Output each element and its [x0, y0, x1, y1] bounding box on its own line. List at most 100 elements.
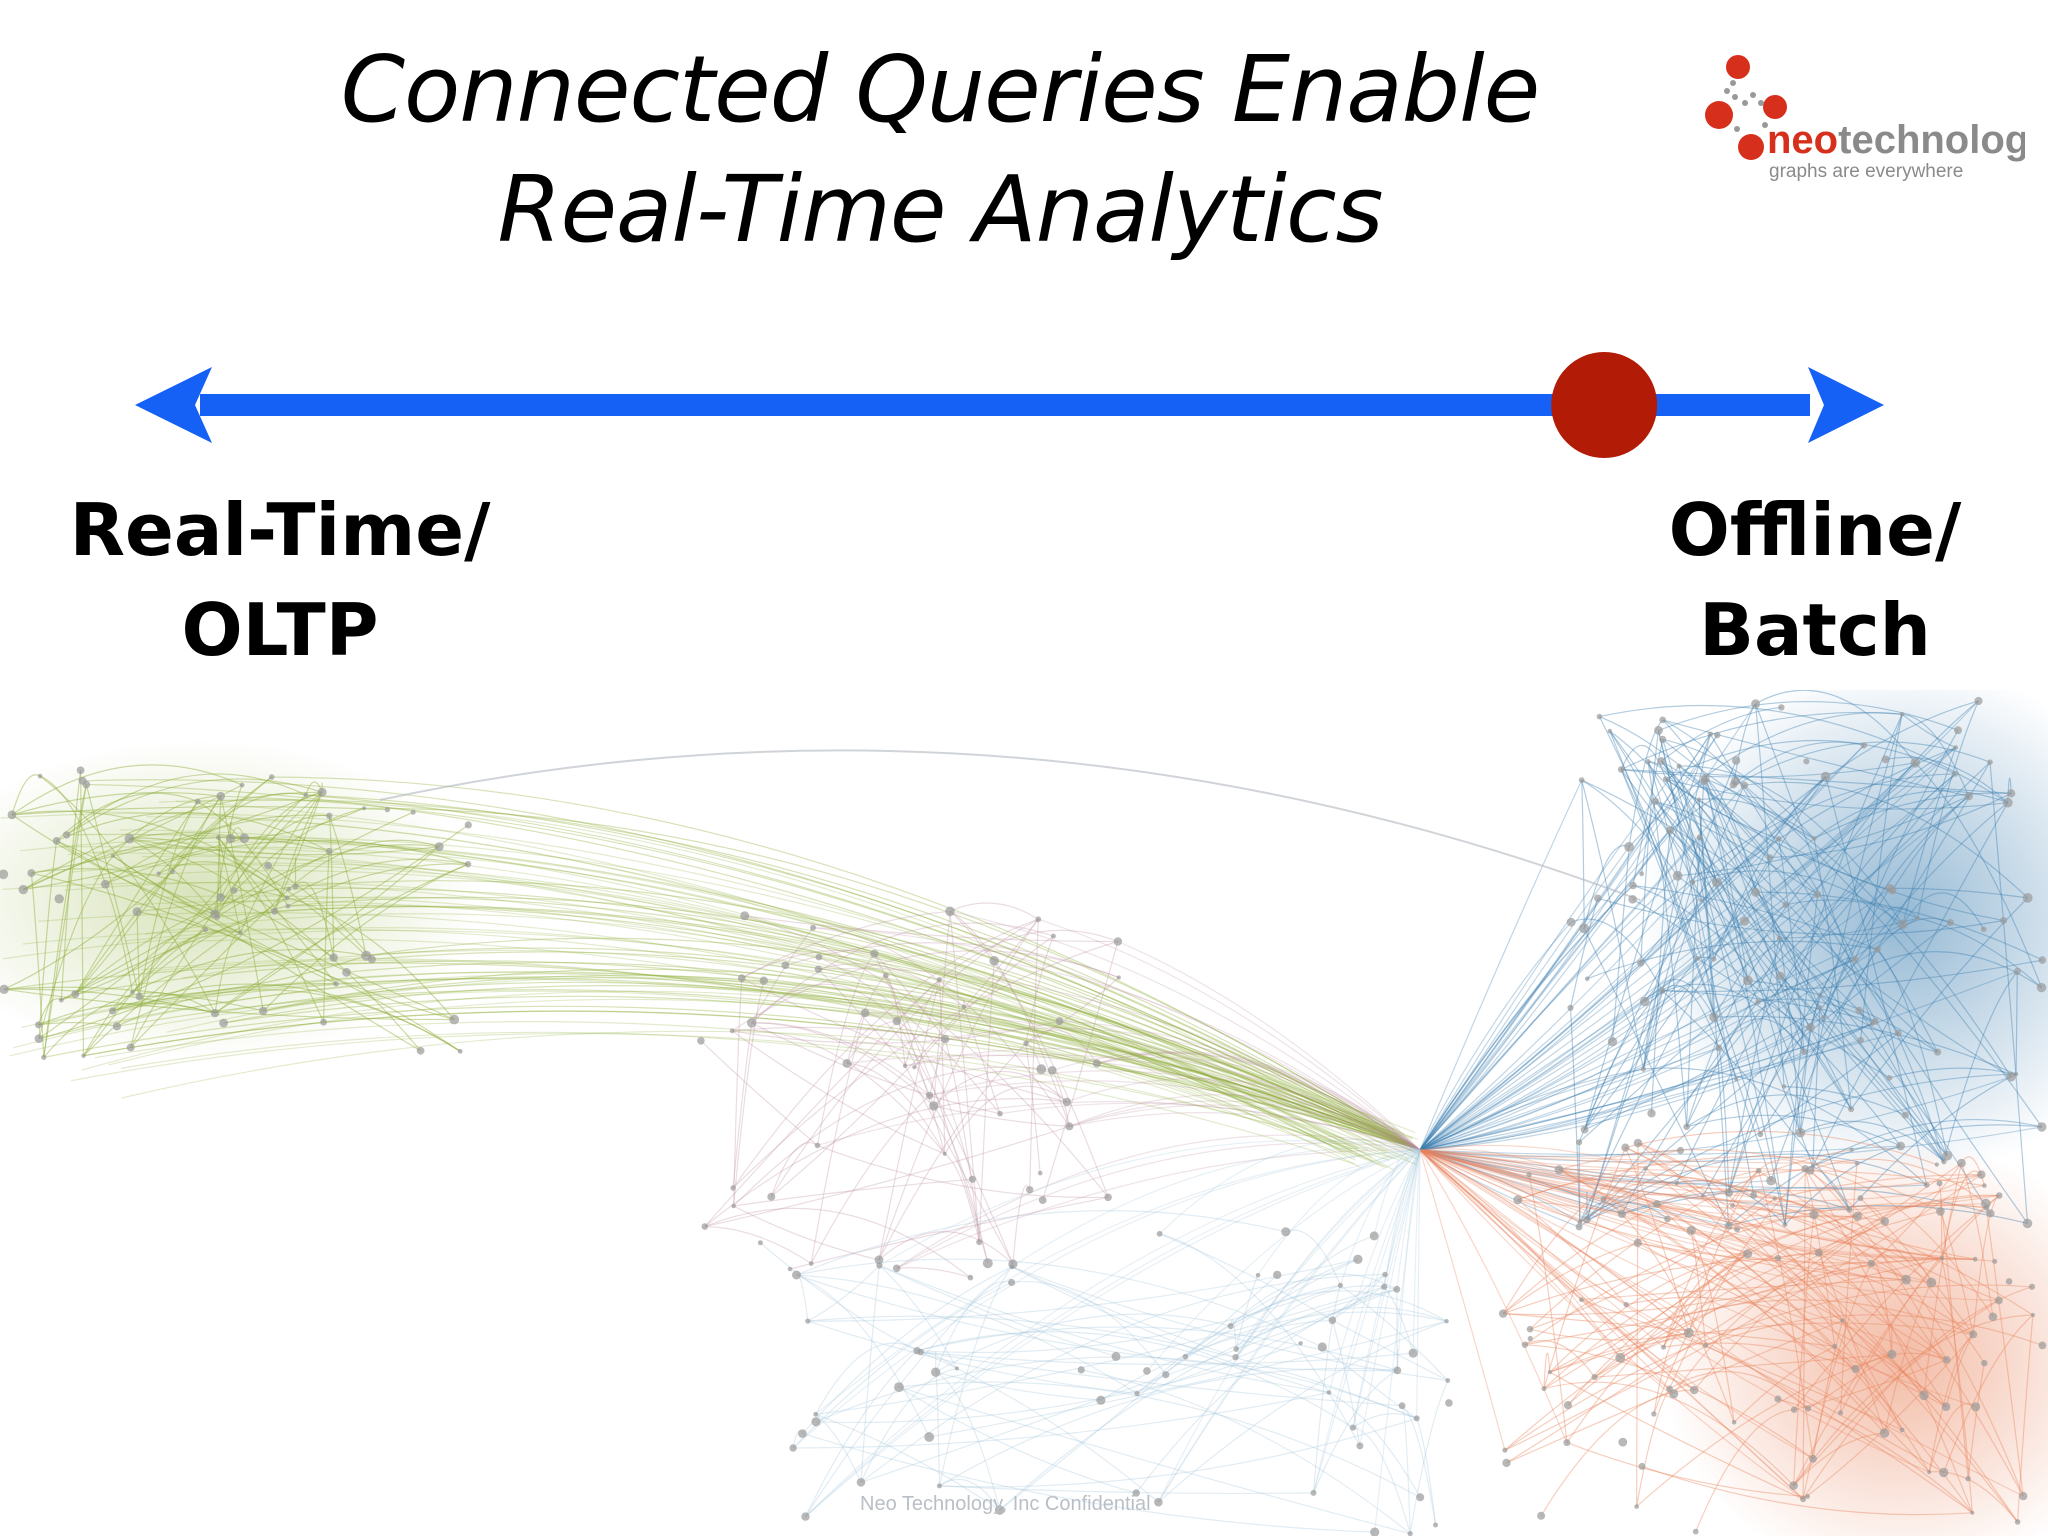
graph-node [1657, 757, 1666, 766]
graph-node [1774, 1255, 1782, 1262]
graph-edge [1755, 891, 2012, 1078]
graph-edge [1396, 1289, 1398, 1371]
graph-edge [1419, 1149, 1581, 1223]
graph-edge [23, 836, 330, 891]
graph-node [1026, 1186, 1034, 1194]
graph-node [1672, 870, 1683, 881]
graph-edge [935, 1371, 1001, 1511]
graph-edge [1640, 700, 1979, 964]
graph-node [1734, 1077, 1739, 1082]
graph-edge [1096, 1052, 1421, 1151]
graph-edge [1374, 1149, 1421, 1533]
graph-edge [1419, 1068, 1644, 1151]
graph-node [1696, 797, 1701, 802]
graph-edge [1419, 1047, 1719, 1151]
graph-edge [328, 815, 367, 956]
graph-edge [1419, 1026, 1811, 1151]
graph-edge [744, 915, 1118, 943]
graph-node [813, 1411, 819, 1417]
graph-edge [1066, 1077, 1421, 1151]
graph-edge [1558, 1169, 1885, 1434]
graph-edge [873, 953, 946, 1155]
graph-node [1023, 1040, 1029, 1047]
graph-node [1730, 1203, 1735, 1208]
graph-node [924, 1432, 935, 1442]
graph-node [62, 831, 71, 839]
graph-edge [1312, 1285, 1341, 1493]
graph-edge [741, 949, 875, 979]
graph-edge [1419, 838, 1815, 1151]
graph-edge [704, 1225, 812, 1264]
graph-edge [1146, 1149, 1421, 1372]
graph-edge [860, 1288, 1398, 1483]
graph-node [1809, 1454, 1817, 1463]
graph-edge [140, 958, 1356, 1161]
graph-edge [1676, 1180, 1786, 1226]
graph-edge [999, 1102, 1421, 1151]
graph-edge [239, 791, 323, 933]
graph-edge [1586, 773, 1956, 980]
graph-edge [93, 870, 1345, 1140]
graph-edge [120, 1030, 1419, 1140]
graph-node [58, 997, 64, 1003]
graph-node [1777, 935, 1783, 941]
graph-edge [1641, 801, 1656, 874]
graph-node [1915, 915, 1920, 921]
graph-node [1008, 1278, 1016, 1287]
graph-edge [1989, 762, 2029, 1224]
graph-edge [305, 794, 1421, 1151]
graph-edge [1025, 1043, 1041, 1174]
graph-node [982, 1258, 993, 1269]
graph-edge [75, 960, 1421, 1151]
graph-node [457, 1048, 463, 1054]
graph-edge [1793, 1299, 2000, 1486]
graph-node [1676, 763, 1682, 769]
graph-edge [1579, 1073, 2017, 1223]
graph-node [320, 1018, 327, 1026]
graph-node [1772, 1196, 1778, 1201]
graph-edge [2, 882, 1409, 1160]
graph-edge [1637, 1242, 1942, 1264]
graph-edge [1581, 779, 1644, 1070]
graph-edge [1793, 1257, 1943, 1486]
graph-edge [1807, 1353, 1893, 1410]
graph-edge [295, 880, 1421, 1151]
graph-edge [804, 1350, 918, 1517]
graph-node [740, 911, 750, 921]
graph-edge [1419, 1149, 1664, 1348]
graph-node [1633, 1238, 1642, 1247]
graph-edge [1419, 1149, 1658, 1205]
graph-edge [1640, 730, 1660, 963]
graph-node [1910, 758, 1920, 768]
graph-node [1575, 1223, 1583, 1231]
graph-edge [1941, 1170, 1982, 1259]
graph-edge [1419, 762, 1916, 1151]
graph-edge [938, 979, 946, 1154]
graph-edge [879, 1264, 1117, 1357]
graph-edge [1419, 1144, 1646, 1169]
graph-edge [1665, 778, 1850, 1210]
graph-edge [1579, 1202, 1623, 1223]
graph-edge [1804, 1168, 1973, 1514]
graph-edge [1644, 979, 1715, 1018]
graph-node [71, 990, 80, 999]
graph-edge [1669, 1371, 1809, 1409]
graph-node [2036, 982, 2047, 993]
graph-edge [1705, 1344, 1944, 1474]
graph-node [870, 949, 879, 958]
graph-edge [1755, 703, 1785, 1087]
graph-edge [732, 1029, 946, 1155]
graph-edge [760, 1242, 918, 1352]
graph-edge [1733, 1345, 1836, 1423]
graph-node [1980, 1198, 1991, 1209]
graph-edge [1383, 1286, 1414, 1354]
graph-edge [214, 932, 241, 1014]
graph-edge [1636, 1353, 1892, 1508]
graph-node [1104, 1193, 1112, 1202]
graph-edge [1419, 829, 1671, 1151]
graph-node [1755, 999, 1761, 1005]
graph-edge [61, 910, 275, 1001]
graph-edge [1876, 948, 1939, 1053]
graph-node [1683, 1123, 1690, 1131]
graph-edge [1383, 1149, 1421, 1287]
